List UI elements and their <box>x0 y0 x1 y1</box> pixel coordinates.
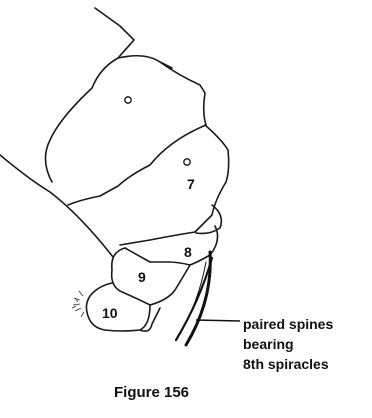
segment-label-9: 9 <box>138 269 146 285</box>
spiracle-segment-6 <box>125 97 131 103</box>
segment-5 <box>45 8 134 182</box>
figure-caption: Figure 156 <box>114 384 189 401</box>
callout-line-1: paired spines <box>243 314 371 334</box>
segment-5-boundary <box>118 56 172 68</box>
spines-callout: paired spines bearing 8th spiracles <box>243 314 371 374</box>
segment-label-10: 10 <box>102 305 118 321</box>
spiracle-segment-7 <box>184 159 190 165</box>
callout-line-3: 8th spiracles <box>243 354 371 374</box>
segment-label-7: 7 <box>187 176 195 192</box>
callout-line-2: bearing <box>243 334 371 354</box>
segment-label-8: 8 <box>184 244 192 260</box>
segment-8 <box>125 226 218 265</box>
spine-shadow <box>178 262 206 336</box>
callout-pointer <box>196 320 240 321</box>
anal-setae <box>72 291 84 317</box>
segment-9 <box>112 248 190 305</box>
anterior-body-outline <box>0 155 113 257</box>
segment-6 <box>68 62 206 205</box>
